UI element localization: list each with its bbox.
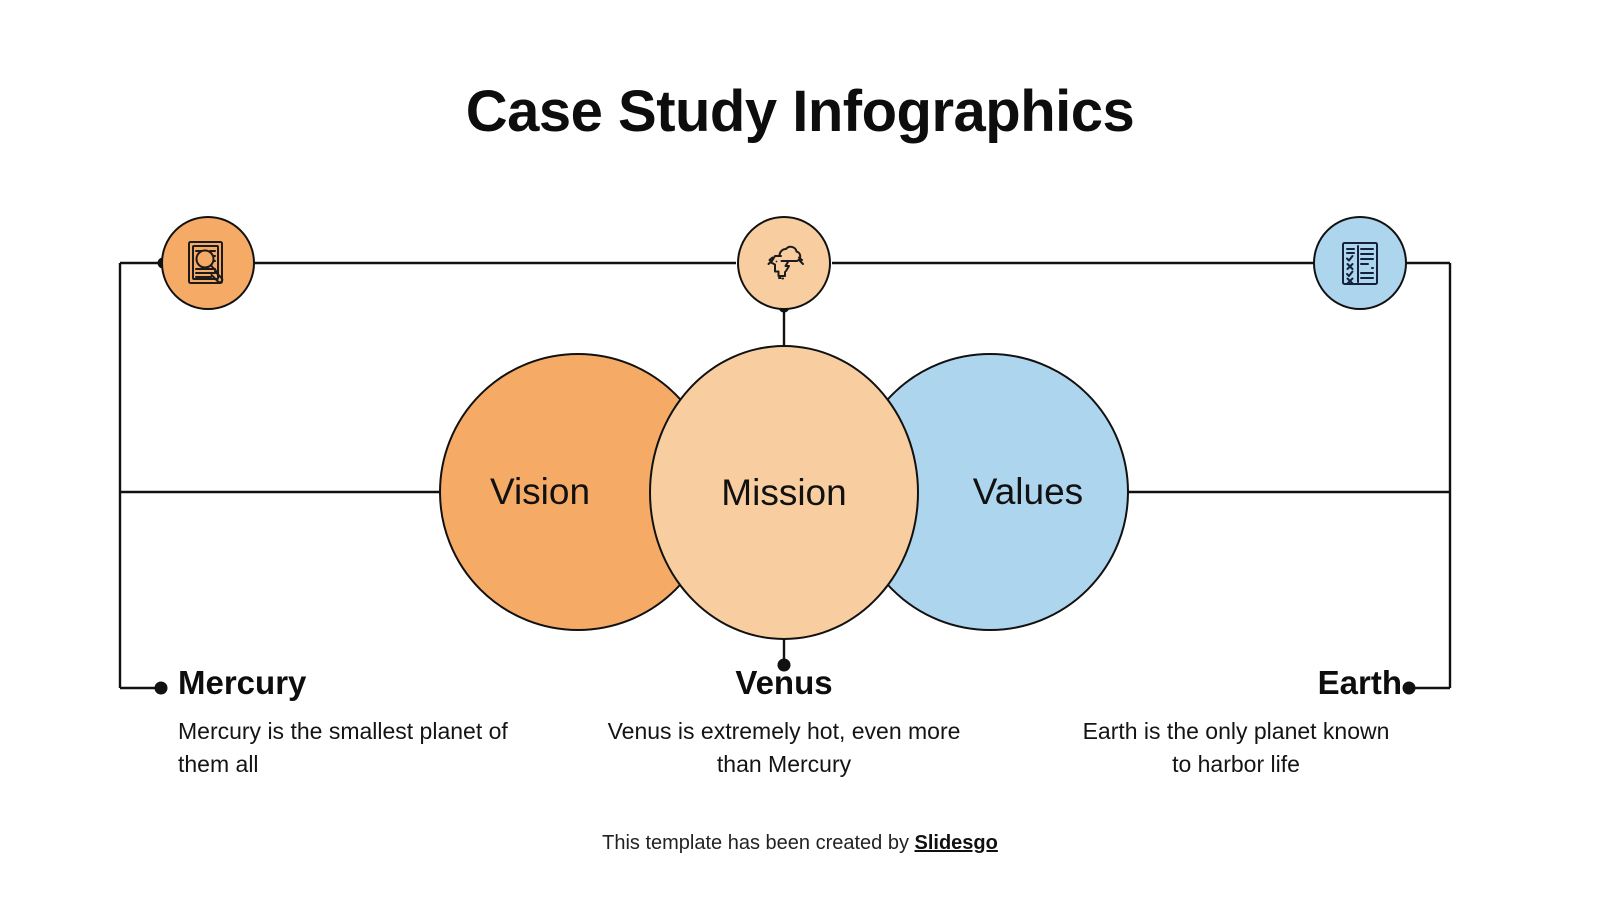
- venn-label-vision: Vision: [489, 471, 591, 512]
- footer-credit: This template has been created by Slides…: [0, 832, 1600, 855]
- callout-title-earth: Earth: [1317, 664, 1402, 701]
- icon-badge-brainstorm-head[interactable]: [737, 216, 831, 310]
- callout-earth: Earth Earth is the only planet known to …: [1070, 664, 1402, 781]
- icon-badge-document-magnifier[interactable]: [161, 216, 255, 310]
- node-dot-mercury: [154, 681, 168, 695]
- venn-label-mission: Mission: [721, 471, 847, 513]
- checklist-document-icon: [1334, 237, 1386, 289]
- callout-title-mercury: Mercury: [178, 664, 307, 701]
- page-title: Case Study Infographics: [465, 79, 1135, 144]
- callout-venus: Venus Venus is extremely hot, even more …: [584, 664, 984, 781]
- callout-description-venus: Venus is extremely hot, even more than M…: [607, 718, 961, 777]
- brainstorm-head-icon: [757, 236, 811, 290]
- node-dot-earth: [1402, 681, 1416, 695]
- footer-credit-text: This template has been created by: [602, 832, 915, 854]
- document-magnifier-icon: [181, 236, 235, 290]
- callout-mercury: Mercury Mercury is the smallest planet o…: [178, 664, 508, 781]
- callout-description-mercury: Mercury is the smallest planet of them a…: [178, 718, 508, 777]
- slidesgo-link[interactable]: Slidesgo: [914, 832, 998, 854]
- callout-title-venus: Venus: [735, 664, 833, 701]
- callout-description-earth: Earth is the only planet known to harbor…: [1082, 718, 1390, 777]
- venn-circle-mission[interactable]: Mission: [649, 345, 919, 640]
- venn-label-values: Values: [972, 471, 1084, 512]
- icon-badge-checklist-document[interactable]: [1313, 216, 1407, 310]
